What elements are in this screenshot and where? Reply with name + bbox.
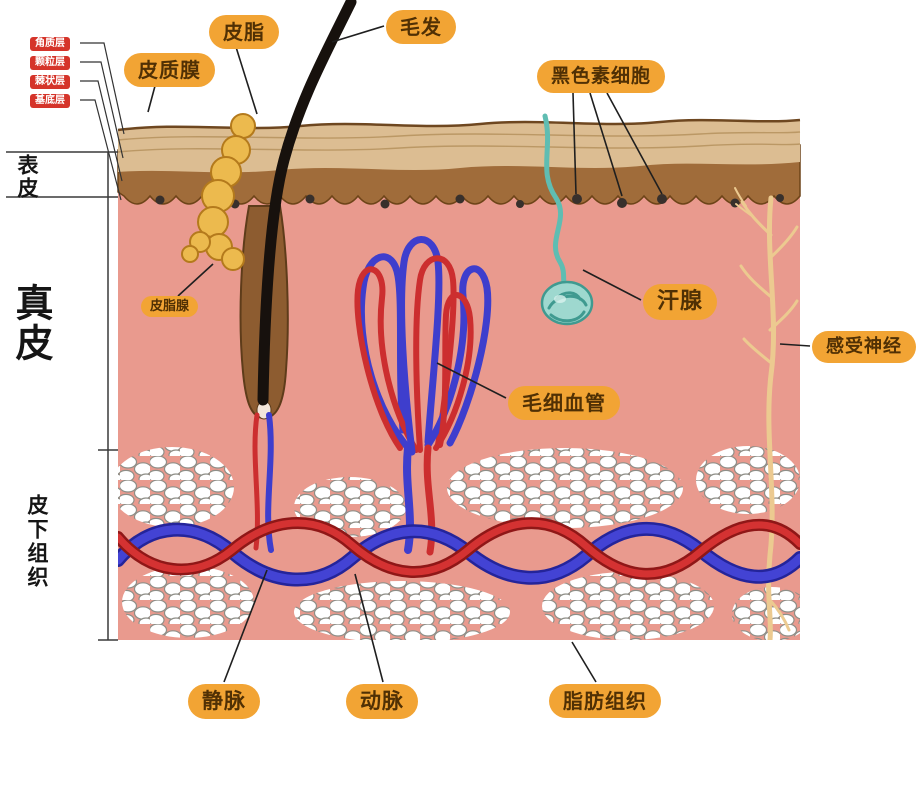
- callout-pointer-lines: [147, 25, 811, 683]
- sublayer-stratum-corneum: 角质层: [30, 37, 70, 51]
- sensory-nerve: [734, 187, 799, 640]
- layer-label-dermis: 真皮: [9, 283, 53, 363]
- callout-cuticle-film: 皮质膜: [124, 53, 215, 87]
- layer-bracket-lines: [6, 151, 118, 641]
- fat-lobules: [118, 446, 800, 640]
- callout-sebaceous-gland: 皮脂腺: [141, 296, 199, 317]
- layer-label-subcutaneous: 皮下组织: [25, 494, 49, 590]
- sublayer-stratum-granulosum: 颗粒层: [30, 56, 70, 70]
- sebaceous-gland: [181, 113, 256, 271]
- callout-melanocytes: 黑色素细胞: [537, 60, 666, 93]
- sublayer-stratum-basale: 基底层: [30, 94, 70, 108]
- artery-vein-vessels: [118, 516, 800, 587]
- callout-capillaries: 毛细血管: [508, 386, 620, 420]
- callout-hair: 毛发: [386, 10, 456, 44]
- layer-label-epidermis: 表皮: [15, 154, 39, 200]
- sweat-gland: [540, 113, 594, 326]
- callout-sebum: 皮脂: [209, 15, 279, 49]
- callout-sensory-nerve: 感受神经: [812, 331, 916, 363]
- callout-sweat-gland: 汗腺: [643, 284, 718, 320]
- callout-adipose-tissue: 脂肪组织: [549, 684, 661, 718]
- capillary-loops: [252, 236, 492, 556]
- callout-artery: 动脉: [346, 684, 418, 719]
- sublayer-pointer-lines: [80, 42, 125, 201]
- sublayer-stratum-spinosum: 棘状层: [30, 75, 70, 89]
- callout-vein: 静脉: [188, 684, 260, 719]
- hair-shaft: [257, 0, 357, 406]
